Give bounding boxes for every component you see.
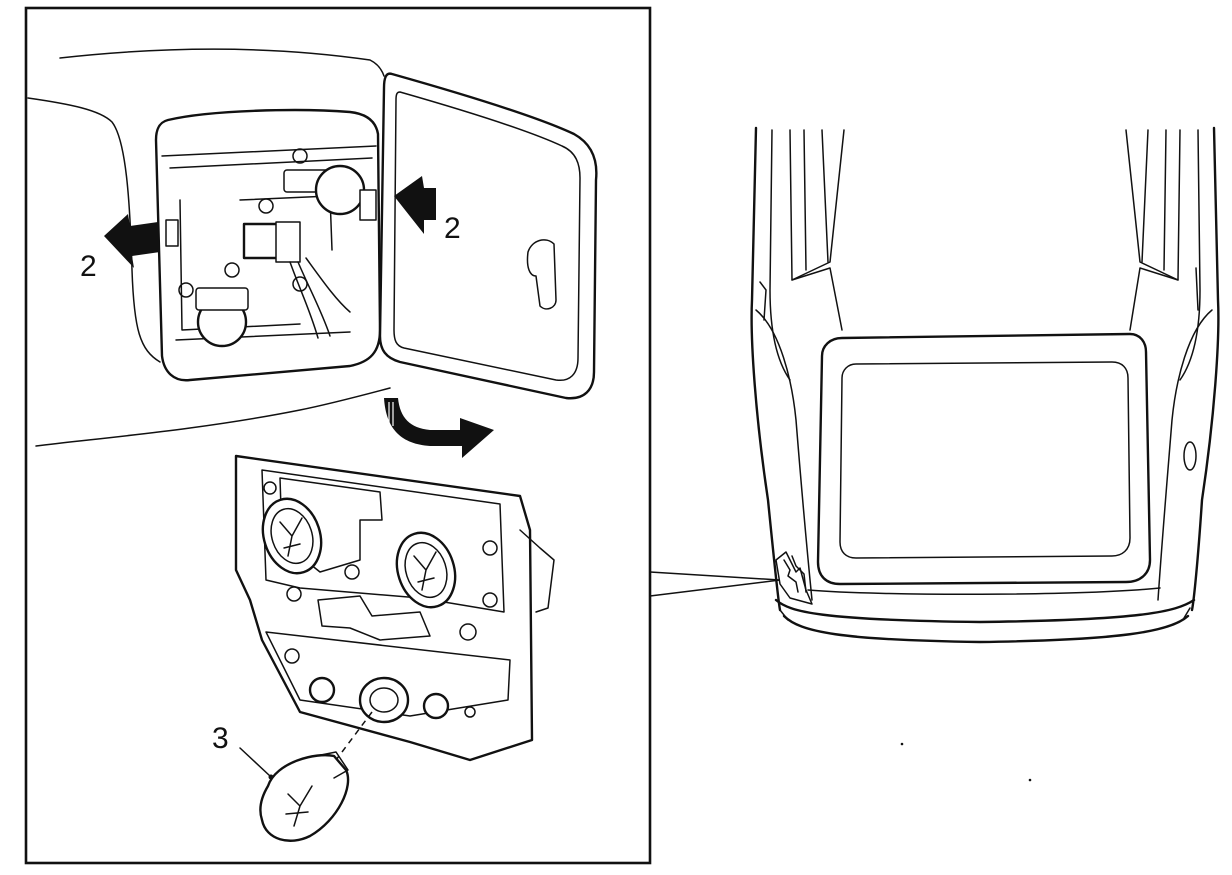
detail-frame xyxy=(24,6,652,865)
callout-3-dot xyxy=(268,774,274,780)
lamp-door xyxy=(378,72,598,400)
pointer-arrow-icon xyxy=(649,571,781,597)
push-arrow-left-icon xyxy=(104,214,160,268)
insertion-line xyxy=(335,711,373,761)
callout-3-leader xyxy=(239,747,271,777)
callout-3: 3 xyxy=(212,722,229,755)
push-arrow-right-icon xyxy=(394,176,436,234)
callout-2-right: 2 xyxy=(444,212,461,245)
detail-panel: 2 2 xyxy=(24,6,652,865)
lamp-housing xyxy=(154,108,382,382)
callout-2-left: 2 xyxy=(80,250,97,283)
car-body-contour xyxy=(27,48,391,447)
bulb-carrier xyxy=(234,454,555,762)
car-rear-view xyxy=(750,126,1220,782)
bulb-3 xyxy=(259,751,350,842)
rotate-open-arrow-icon xyxy=(384,398,494,458)
